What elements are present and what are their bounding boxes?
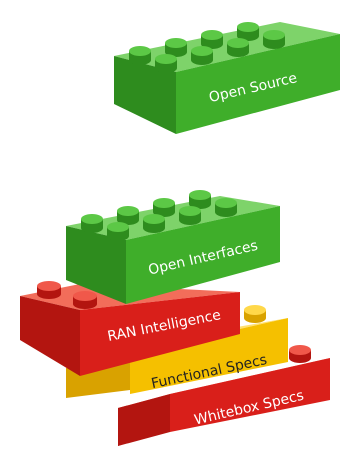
stud [143, 214, 165, 233]
stud [179, 206, 201, 225]
stud [237, 22, 259, 41]
stud [189, 190, 211, 209]
stud [117, 206, 139, 225]
stud [227, 38, 249, 57]
stud [155, 54, 177, 73]
stud [263, 30, 285, 49]
brick-open-source: Open Source [114, 22, 340, 134]
stud [289, 345, 311, 363]
stud [81, 214, 103, 233]
stud [107, 222, 129, 241]
stud [73, 291, 97, 309]
stud [37, 281, 61, 299]
brick-open-interfaces: Open Interfaces [66, 190, 280, 304]
stud [244, 305, 266, 323]
stud [191, 46, 213, 65]
stud [129, 46, 151, 65]
stud [215, 198, 237, 217]
